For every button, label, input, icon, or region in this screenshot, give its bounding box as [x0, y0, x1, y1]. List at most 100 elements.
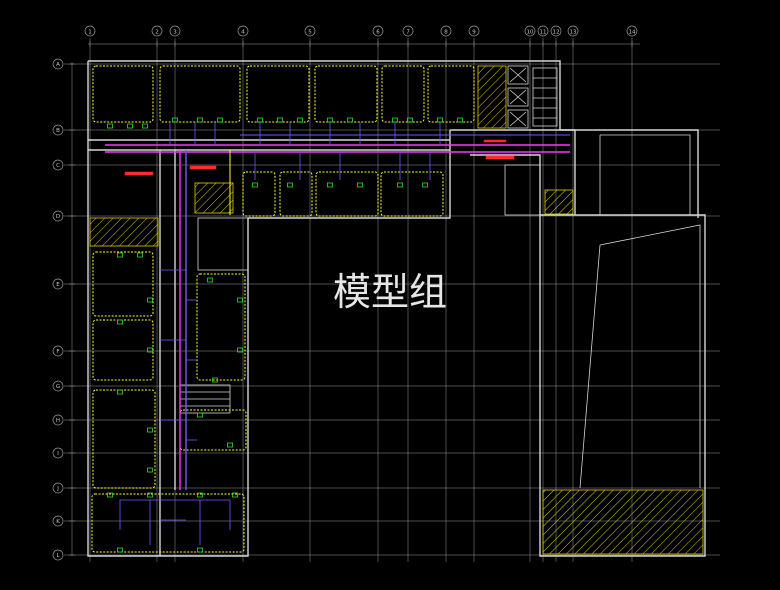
diffuser-fixture: [147, 427, 153, 433]
column-axis-bubble: 9: [468, 25, 480, 37]
column-axis-bubble: 6: [372, 25, 384, 37]
diffuser-fixture: [252, 182, 258, 188]
room-outline: [179, 409, 247, 451]
diffuser-fixture: [297, 117, 303, 123]
row-axis-bubble: B: [52, 124, 64, 136]
room-outline: [242, 171, 276, 217]
stair-cores: [179, 65, 558, 414]
row-axis-bubble: F: [52, 345, 64, 357]
room-outline: [92, 389, 156, 489]
diffuser-fixture: [257, 117, 263, 123]
row-axis-label: K: [56, 519, 60, 525]
diffuser-fixture: [357, 182, 363, 188]
row-axis-bubble: I: [52, 447, 64, 459]
diffuser-fixture: [197, 412, 203, 418]
column-axis-label: 8: [444, 30, 448, 36]
east-slab-outline: [579, 134, 701, 489]
column-axis-label: 2: [155, 30, 159, 36]
column-axis-label: 5: [308, 30, 312, 36]
diffuser-fixture: [197, 117, 203, 123]
column-axis-bubble: 3: [169, 25, 181, 37]
main-duct-runs: [105, 134, 570, 490]
column-axis-bubble: 1: [84, 25, 96, 37]
hatched-zones: [89, 65, 704, 555]
diffuser-fixture: [437, 117, 443, 123]
diffuser-fixture: [172, 117, 178, 123]
room-outline: [196, 273, 246, 381]
column-axis-bubble: 7: [402, 25, 414, 37]
diffuser-fixture: [197, 492, 203, 498]
row-axis-bubble: J: [52, 482, 64, 494]
diffuser-fixture: [237, 297, 243, 303]
branch-duct-runs: [119, 122, 441, 545]
column-axis-bubble: 4: [237, 25, 249, 37]
column-axis-label: 6: [376, 30, 380, 36]
column-axis-bubble: 12: [550, 25, 562, 37]
hatched-zone: [544, 189, 574, 215]
diffuser-fixture: [397, 182, 403, 188]
row-axis-label: G: [56, 384, 60, 390]
diffuser-fixture: [457, 117, 463, 123]
diffuser-fixture: [212, 377, 218, 383]
column-axis-label: 13: [570, 30, 577, 36]
row-axis-bubble: L: [52, 549, 64, 561]
column-axis-label: 7: [406, 30, 410, 36]
column-axis-label: 10: [527, 30, 534, 36]
diffuser-fixture: [327, 117, 333, 123]
diffuser-fixture: [117, 547, 123, 553]
column-axis-bubble: 5: [304, 25, 316, 37]
room-outlines: [91, 65, 475, 553]
row-axis-label: D: [56, 214, 60, 220]
row-axis-bubble: D: [52, 210, 64, 222]
row-axis-bubble: C: [52, 159, 64, 171]
diffuser-fixture: [217, 117, 223, 123]
hatched-zone: [89, 217, 159, 247]
duct-annotations: [124, 139, 515, 176]
diffuser-fixture: [117, 319, 123, 325]
diffuser-fixture: [107, 123, 113, 129]
column-axis-label: 14: [629, 30, 636, 36]
diffuser-fixture: [392, 117, 398, 123]
diffuser-fixture: [232, 492, 238, 498]
room-outline: [427, 65, 475, 123]
room-outline: [159, 65, 241, 123]
column-axis-bubble: 11: [537, 25, 549, 37]
row-axis-bubble: E: [52, 278, 64, 290]
room-outline: [92, 251, 154, 317]
diffuser-fixture: [407, 117, 413, 123]
diffuser-fixture: [237, 347, 243, 353]
column-axis-label: 12: [553, 30, 560, 36]
column-axis-bubble: 8: [440, 25, 452, 37]
diffuser-fixture: [347, 117, 353, 123]
column-axis-label: 3: [173, 30, 177, 36]
column-axis-label: 11: [540, 30, 547, 36]
building-walls: [87, 60, 706, 557]
column-axis-bubble: 14: [626, 25, 638, 37]
diffuser-fixture: [107, 492, 113, 498]
room-outline: [380, 171, 444, 217]
diffuser-fixture: [287, 182, 293, 188]
room-outline: [91, 493, 245, 553]
row-axis-bubble: K: [52, 515, 64, 527]
row-axis-label: L: [56, 553, 60, 559]
diffuser-fixture: [147, 467, 153, 473]
row-axis-label: I: [57, 451, 59, 457]
row-axis-label: F: [56, 349, 59, 355]
diffuser-fixture: [127, 123, 133, 129]
diffuser-fixture: [147, 347, 153, 353]
room-outline: [381, 65, 425, 123]
column-axis-label: 9: [472, 30, 476, 36]
row-axis-label: A: [56, 62, 60, 68]
diffuser-fixture: [137, 252, 143, 258]
column-axis-bubble: 10: [524, 25, 536, 37]
diffuser-fixture: [117, 252, 123, 258]
row-axis-bubble: G: [52, 380, 64, 392]
diffuser-fixtures: [107, 117, 463, 553]
diffuser-fixture: [207, 277, 213, 283]
diffuser-fixture: [422, 182, 428, 188]
diffuser-fixture: [197, 547, 203, 553]
column-axis-label: 4: [241, 30, 245, 36]
